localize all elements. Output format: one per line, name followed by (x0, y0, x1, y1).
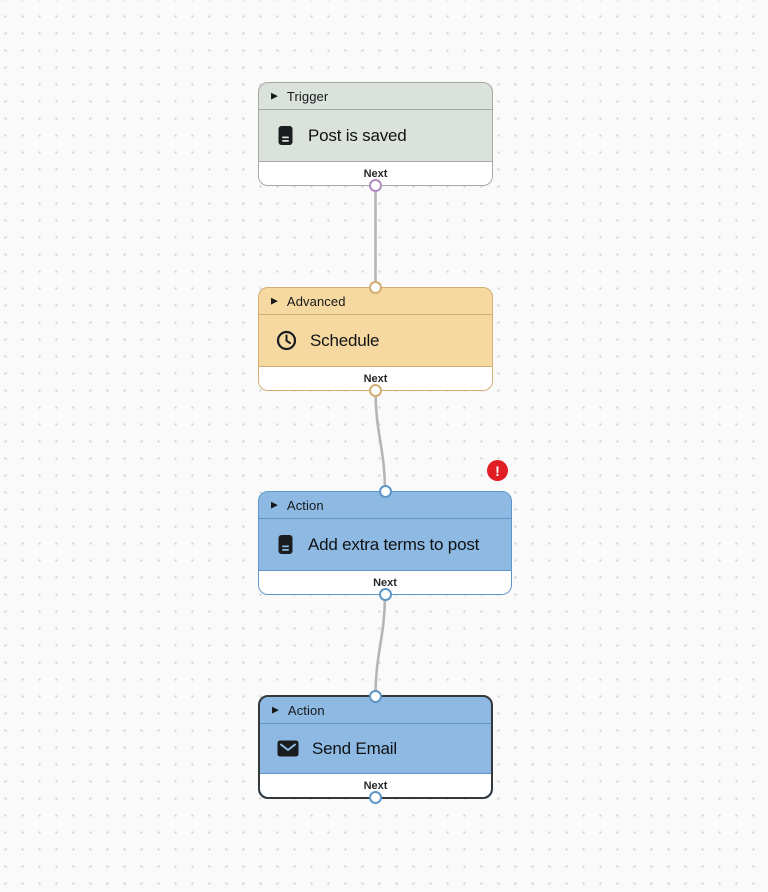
node-advanced-schedule[interactable]: ▶ Advanced Schedule Next (258, 281, 493, 397)
output-port[interactable] (369, 384, 382, 397)
node-header: ▶ Trigger (259, 83, 492, 110)
collapse-triangle-icon[interactable]: ▶ (271, 499, 278, 509)
envelope-icon (277, 740, 299, 757)
output-port[interactable] (369, 791, 382, 804)
node-header: ▶ Action (259, 492, 511, 519)
input-port[interactable] (369, 690, 382, 703)
node-title: Post is saved (308, 125, 407, 145)
next-output-label: Next (363, 372, 388, 385)
node-header: ▶ Advanced (259, 288, 492, 315)
node-title: Send Email (312, 738, 397, 758)
next-output-label: Next (363, 167, 388, 180)
node-category-label: Advanced (286, 293, 346, 309)
node-trigger-post-is-saved[interactable]: ▶ Trigger Post is saved Next (258, 82, 493, 192)
node-body: Schedule (259, 315, 492, 366)
edge-action1-to-action2[interactable] (374, 593, 387, 697)
next-output-label: Next (363, 779, 388, 792)
node-title: Add extra terms to post (308, 534, 480, 554)
document-icon (276, 125, 295, 146)
node-header: ▶ Action (260, 697, 491, 724)
document-icon (276, 534, 295, 555)
collapse-triangle-icon[interactable]: ▶ (271, 90, 278, 100)
output-port[interactable] (378, 588, 392, 601)
node-category-label: Action (287, 702, 325, 718)
edge-advanced-to-action1[interactable] (374, 389, 387, 493)
node-category-label: Trigger (286, 88, 329, 104)
error-badge[interactable]: ! (487, 460, 508, 481)
input-port[interactable] (378, 485, 392, 498)
node-category-label: Action (286, 497, 324, 513)
node-footer: Next (259, 161, 492, 185)
output-port[interactable] (369, 179, 382, 192)
collapse-triangle-icon[interactable]: ▶ (272, 704, 279, 714)
clock-icon (276, 330, 297, 351)
node-body: Add extra terms to post (259, 519, 511, 570)
node-title: Schedule (310, 330, 380, 350)
input-port[interactable] (369, 281, 382, 294)
node-body: Send Email (260, 724, 491, 773)
node-action-send-email[interactable]: ▶ Action Send Email Next (258, 690, 493, 804)
node-action-add-extra-terms[interactable]: ▶ Action Add extra terms to post Next (258, 485, 512, 601)
next-output-label: Next (373, 576, 397, 589)
collapse-triangle-icon[interactable]: ▶ (271, 295, 278, 305)
node-body: Post is saved (259, 110, 492, 161)
error-badge-symbol: ! (495, 462, 500, 479)
